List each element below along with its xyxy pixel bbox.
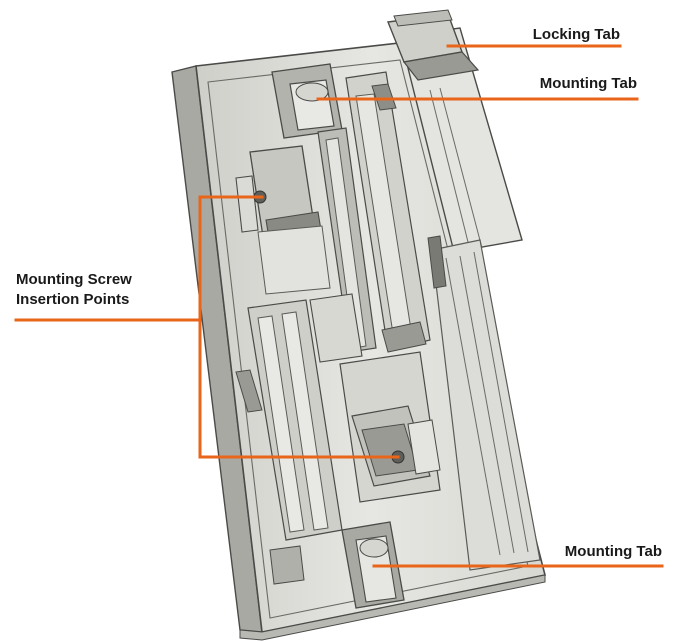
upper-screw-boss (235, 145, 331, 295)
callout-screw-bracket (198, 195, 400, 459)
callout-lines (14, 44, 664, 568)
label-mounting-tab-top: Mounting Tab (539, 75, 637, 92)
label-mounting-tab-bottom: Mounting Tab (564, 543, 662, 560)
locking-tab-rail (387, 9, 523, 253)
label-mounting-screw-line1: Mounting Screw (16, 271, 132, 288)
label-mounting-screw-line2: Insertion Points (16, 291, 130, 308)
upper-channels (317, 71, 431, 353)
lower-channels (235, 293, 363, 585)
right-rails (427, 235, 541, 571)
lower-screw-boss (339, 351, 441, 503)
top-mounting-tab (271, 63, 343, 139)
label-locking-tab: Locking Tab (532, 26, 620, 43)
